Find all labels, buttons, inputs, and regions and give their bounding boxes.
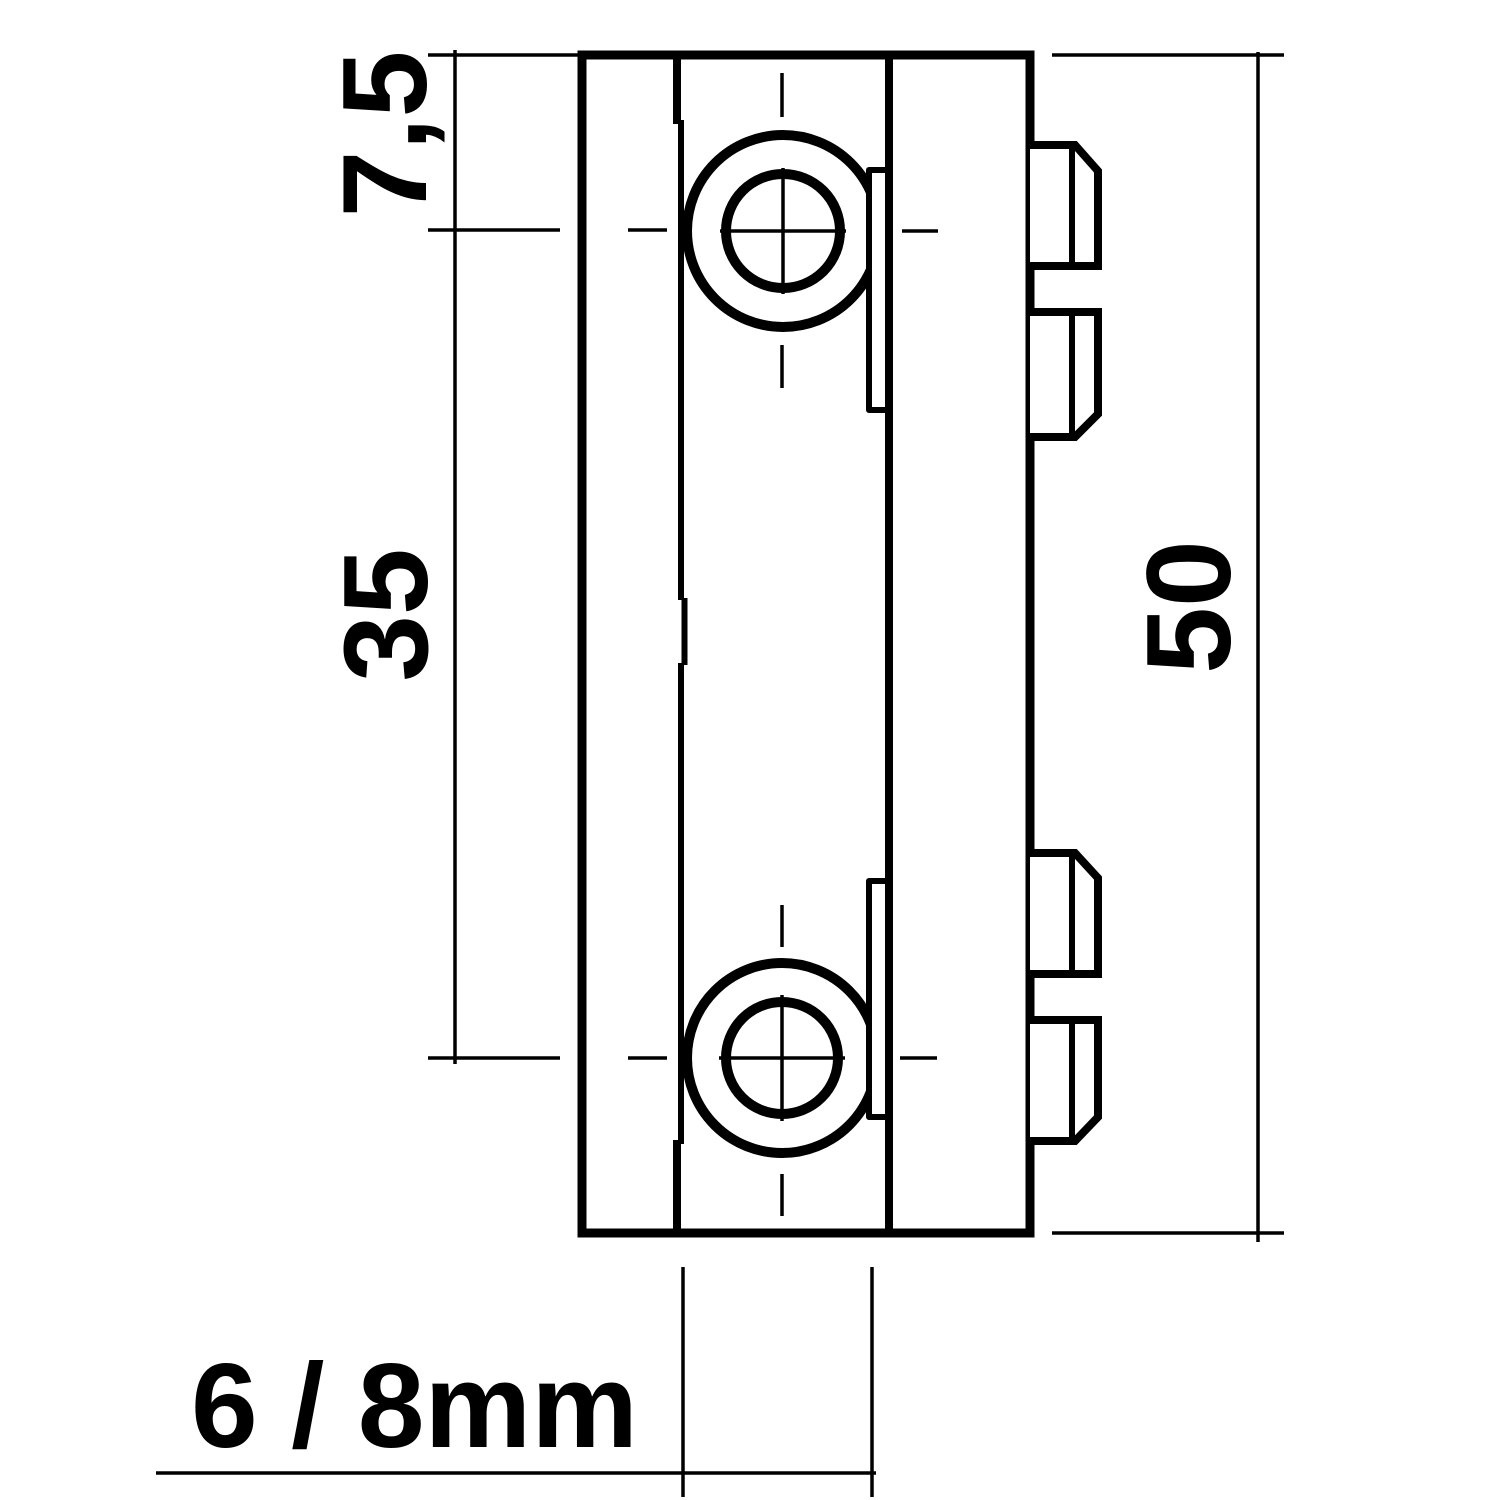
left-inner-wall	[673, 55, 688, 1233]
clamp-body-outline	[577, 50, 1035, 1238]
set-screws	[1030, 141, 1102, 1145]
left-dimension-chain	[428, 50, 578, 1064]
set-screw-4-profile	[1030, 1016, 1102, 1145]
top-hole-centerlines	[628, 73, 938, 388]
set-screw-2-profile	[1030, 308, 1102, 441]
right-dimension-chain	[1052, 52, 1284, 1242]
bottom-hole-centerlines	[628, 905, 937, 1216]
dimension-label-6-8mm: 6 / 8mm	[191, 1339, 638, 1473]
set-screw-3-profile	[1030, 849, 1102, 978]
set-screw-1-profile	[1030, 141, 1102, 270]
dimension-label-7-5: 7,5	[318, 51, 452, 218]
dimension-label-50: 50	[1122, 540, 1256, 673]
dimension-label-35: 35	[319, 548, 453, 681]
bottom-dimension-chain	[156, 1267, 876, 1497]
